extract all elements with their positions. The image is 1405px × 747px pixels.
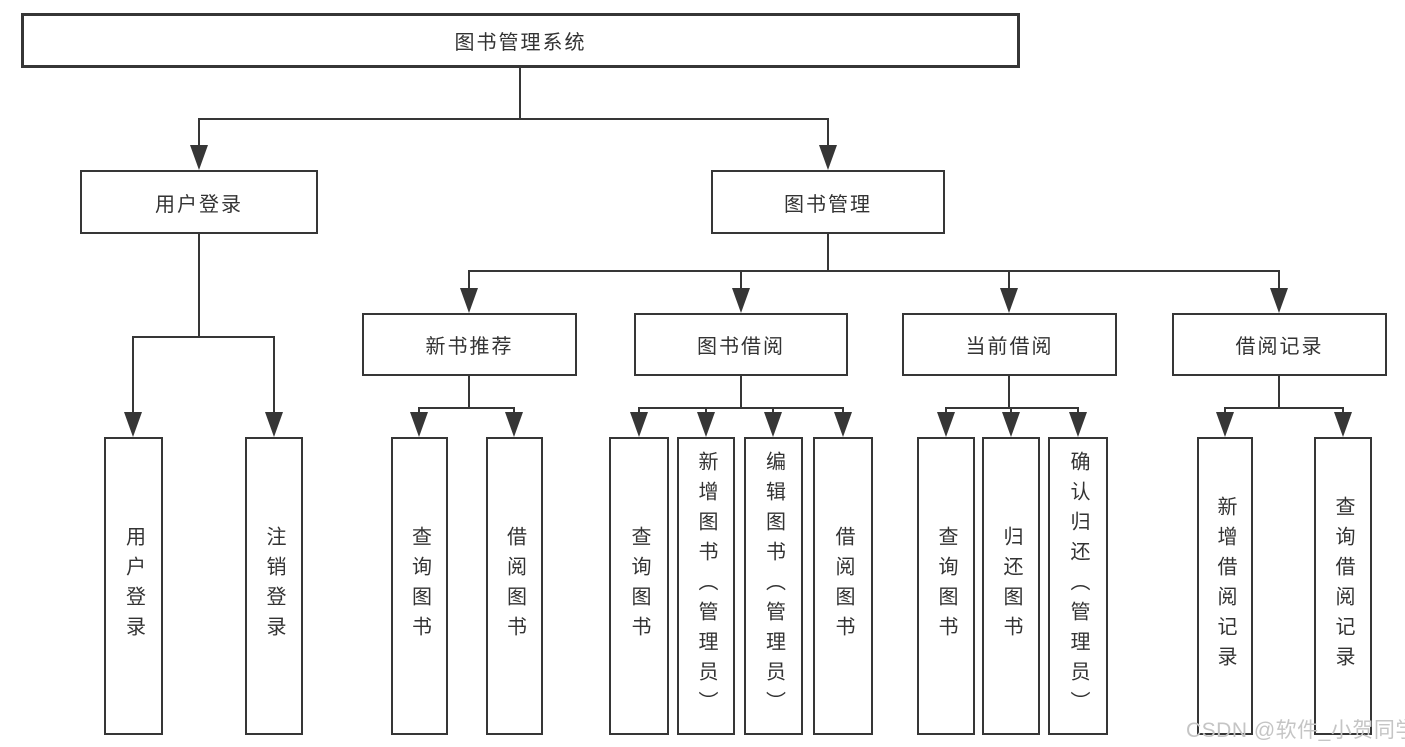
leaf-query-borrow-record: 查询借阅记录 bbox=[1314, 437, 1372, 735]
node-user-login: 用户登录 bbox=[80, 170, 318, 234]
connector-line bbox=[1077, 407, 1079, 415]
connector-line bbox=[827, 118, 829, 146]
arrowhead bbox=[937, 412, 955, 437]
connector-line bbox=[513, 407, 515, 415]
connector-line bbox=[1278, 376, 1280, 407]
arrowhead bbox=[1069, 412, 1087, 437]
arrowhead bbox=[1270, 288, 1288, 313]
arrowhead bbox=[834, 412, 852, 437]
leaf-label: 新增图书（管理员） bbox=[695, 451, 717, 721]
connector-line bbox=[1278, 270, 1280, 290]
arrowhead bbox=[1334, 412, 1352, 437]
leaf-label: 查询图书 bbox=[408, 526, 431, 646]
connector-line bbox=[1224, 407, 1226, 415]
arrowhead bbox=[1000, 288, 1018, 313]
node-label: 图书借阅 bbox=[697, 336, 785, 358]
leaf-confirm-return-admin: 确认归还（管理员） bbox=[1048, 437, 1108, 735]
arrowhead bbox=[1216, 412, 1234, 437]
node-book-borrowing: 图书借阅 bbox=[634, 313, 848, 376]
connector-line bbox=[1010, 407, 1012, 415]
connector-line bbox=[469, 270, 1280, 272]
leaf-borrow-books-borrowing: 借阅图书 bbox=[813, 437, 873, 735]
node-current-borrowing: 当前借阅 bbox=[902, 313, 1117, 376]
connector-line bbox=[772, 407, 774, 415]
node-label: 当前借阅 bbox=[965, 336, 1054, 358]
connector-line bbox=[519, 68, 521, 118]
node-label: 图书管理 bbox=[784, 193, 872, 216]
leaf-add-book-admin: 新增图书（管理员） bbox=[677, 437, 735, 735]
arrowhead bbox=[265, 412, 283, 437]
connector-line bbox=[740, 376, 742, 407]
connector-line bbox=[198, 234, 200, 336]
connector-line bbox=[945, 407, 947, 415]
connector-line bbox=[132, 336, 134, 413]
arrowhead bbox=[697, 412, 715, 437]
leaf-label: 归还图书 bbox=[1000, 526, 1022, 646]
arrowhead bbox=[819, 145, 837, 170]
leaf-edit-book-admin: 编辑图书（管理员） bbox=[744, 437, 803, 735]
leaf-logout: 注销登录 bbox=[245, 437, 303, 735]
leaf-label: 查询图书 bbox=[935, 526, 957, 646]
arrowhead bbox=[764, 412, 782, 437]
node-label: 图书管理系统 bbox=[454, 32, 587, 54]
connector-line bbox=[198, 118, 200, 146]
arrowhead bbox=[124, 412, 142, 437]
leaf-label: 借阅图书 bbox=[832, 526, 854, 646]
node-label: 新书推荐 bbox=[425, 336, 514, 358]
leaf-query-books-current: 查询图书 bbox=[917, 437, 975, 735]
node-label: 借阅记录 bbox=[1235, 336, 1324, 358]
leaf-borrow-books-recommend: 借阅图书 bbox=[486, 437, 543, 735]
leaf-user-login: 用户登录 bbox=[104, 437, 163, 735]
connector-line bbox=[638, 407, 640, 415]
leaf-label: 编辑图书（管理员） bbox=[762, 451, 785, 721]
connector-line bbox=[133, 336, 275, 338]
leaf-return-book: 归还图书 bbox=[982, 437, 1040, 735]
arrowhead bbox=[460, 288, 478, 313]
connector-line bbox=[1008, 270, 1010, 290]
node-borrowing-records: 借阅记录 bbox=[1172, 313, 1387, 376]
arrowhead bbox=[190, 145, 208, 170]
leaf-label: 确认归还（管理员） bbox=[1067, 451, 1089, 721]
connector-line bbox=[468, 376, 470, 407]
leaf-query-books-borrowing: 查询图书 bbox=[609, 437, 669, 735]
arrowhead bbox=[410, 412, 428, 437]
leaf-label: 注销登录 bbox=[263, 526, 285, 646]
leaf-label: 查询图书 bbox=[628, 526, 650, 646]
arrowhead bbox=[1002, 412, 1020, 437]
connector-line bbox=[740, 270, 742, 290]
connector-line bbox=[1224, 407, 1343, 409]
connector-line bbox=[1342, 407, 1344, 415]
leaf-label: 新增借阅记录 bbox=[1214, 496, 1236, 676]
arrowhead bbox=[732, 288, 750, 313]
node-book-management: 图书管理 bbox=[711, 170, 945, 234]
connector-line bbox=[198, 118, 829, 120]
node-label: 用户登录 bbox=[155, 193, 243, 216]
connector-line bbox=[418, 407, 420, 415]
connector-line bbox=[827, 234, 829, 270]
leaf-label: 借阅图书 bbox=[503, 526, 526, 646]
connector-line bbox=[419, 407, 515, 409]
connector-line bbox=[638, 407, 844, 409]
node-library-management-system: 图书管理系统 bbox=[21, 13, 1020, 68]
node-new-book-recommend: 新书推荐 bbox=[362, 313, 577, 376]
csdn-watermark: CSDN @软件_小贺同学 bbox=[1186, 719, 1405, 742]
arrowhead bbox=[630, 412, 648, 437]
connector-line bbox=[468, 270, 470, 290]
connector-line bbox=[1008, 376, 1010, 407]
leaf-label: 查询借阅记录 bbox=[1332, 496, 1354, 676]
leaf-query-books-recommend: 查询图书 bbox=[391, 437, 448, 735]
arrowhead bbox=[505, 412, 523, 437]
leaf-add-borrow-record: 新增借阅记录 bbox=[1197, 437, 1253, 735]
connector-line bbox=[705, 407, 707, 415]
leaf-label: 用户登录 bbox=[122, 526, 145, 646]
connector-line bbox=[842, 407, 844, 415]
connector-line bbox=[273, 336, 275, 413]
